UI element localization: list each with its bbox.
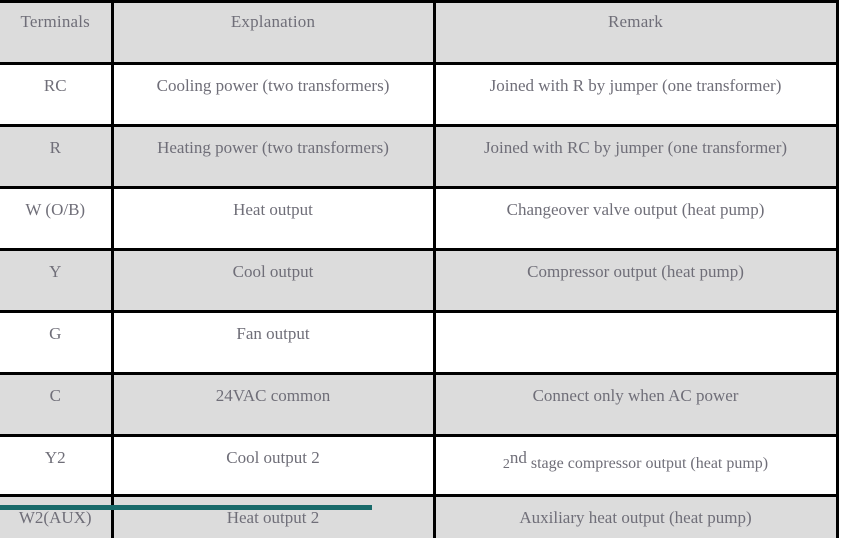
terminal-name: Y2	[44, 448, 66, 467]
explanation-text: Cooling power (two transformers)	[156, 76, 390, 95]
cell-remark: Joined with R by jumper (one transformer…	[434, 63, 839, 127]
remark-text: Auxiliary heat output (heat pump)	[519, 508, 752, 527]
cell-explanation: Cool output	[112, 249, 436, 313]
remark-text: Compressor output (heat pump)	[527, 262, 744, 281]
remark-text: Joined with R by jumper (one transformer…	[489, 76, 782, 95]
terminal-name: G	[49, 324, 62, 343]
column-header-remark: Remark	[434, 1, 839, 65]
cell-remark	[434, 311, 839, 375]
explanation-text: 24VAC common	[215, 386, 331, 405]
cell-explanation: Heat output 2	[112, 495, 436, 538]
column-header-terminals-label: Terminals	[20, 12, 91, 31]
terminal-name: W (O/B)	[25, 200, 86, 219]
accent-underline	[0, 505, 372, 510]
cell-terminals: C	[0, 373, 114, 437]
remark-text: Connect only when AC power	[532, 386, 739, 405]
remark-text: 2nd stage compressor output (heat pump)	[436, 437, 836, 473]
ordinal-number: 2	[502, 457, 510, 472]
table-row: Y2 Cool output 2 2nd stage compressor ou…	[0, 435, 839, 497]
cell-terminals: G	[0, 311, 114, 375]
cell-remark: Auxiliary heat output (heat pump)	[434, 495, 839, 538]
ordinal-suffix: nd	[509, 448, 527, 467]
explanation-text: Cool output 2	[226, 448, 320, 467]
cell-remark: Changeover valve output (heat pump)	[434, 187, 839, 251]
table-header: Terminals Explanation Remark	[0, 1, 839, 65]
column-header-terminals: Terminals	[0, 1, 114, 65]
header-row: Terminals Explanation Remark	[0, 1, 839, 65]
cell-remark: Compressor output (heat pump)	[434, 249, 839, 313]
table-row: W (O/B) Heat output Changeover valve out…	[0, 187, 839, 251]
cell-terminals: W2(AUX)	[0, 495, 114, 538]
remark-text: Joined with RC by jumper (one transforme…	[483, 138, 788, 157]
remark-text: Changeover valve output (heat pump)	[506, 200, 765, 219]
cell-explanation: 24VAC common	[112, 373, 436, 437]
table-row: R Heating power (two transformers) Joine…	[0, 125, 839, 189]
remark-text	[436, 313, 836, 324]
cell-terminals: W (O/B)	[0, 187, 114, 251]
cell-remark: Joined with RC by jumper (one transforme…	[434, 125, 839, 189]
terminal-name: RC	[43, 76, 67, 95]
table-row: Y Cool output Compressor output (heat pu…	[0, 249, 839, 313]
cell-explanation: Cooling power (two transformers)	[112, 63, 436, 127]
terminal-name: W2(AUX)	[18, 508, 92, 527]
terminal-name: C	[49, 386, 61, 405]
explanation-text: Heat output 2	[226, 508, 320, 527]
terminal-name: R	[49, 138, 61, 157]
explanation-text: Heating power (two transformers)	[157, 138, 389, 157]
explanation-text: Cool output	[232, 262, 314, 281]
explanation-text: Heat output	[233, 200, 313, 219]
remark-remainder: stage compressor output (heat pump)	[526, 455, 769, 472]
cell-explanation: Fan output	[112, 311, 436, 375]
table-row: C 24VAC common Connect only when AC powe…	[0, 373, 839, 437]
table-row: RC Cooling power (two transformers) Join…	[0, 63, 839, 127]
column-header-explanation: Explanation	[112, 1, 436, 65]
cell-terminals: R	[0, 125, 114, 189]
cell-explanation: Cool output 2	[112, 435, 436, 497]
cell-remark: Connect only when AC power	[434, 373, 839, 437]
cell-explanation: Heat output	[112, 187, 436, 251]
column-header-remark-label: Remark	[607, 12, 663, 31]
cell-terminals: Y2	[0, 435, 114, 497]
cell-explanation: Heating power (two transformers)	[112, 125, 436, 189]
cell-remark: 2nd stage compressor output (heat pump)	[434, 435, 839, 497]
terminal-name: Y	[49, 262, 62, 281]
table-body: RC Cooling power (two transformers) Join…	[0, 63, 839, 538]
cell-terminals: RC	[0, 63, 114, 127]
explanation-text: Fan output	[236, 324, 310, 343]
table-row: W2(AUX) Heat output 2 Auxiliary heat out…	[0, 495, 839, 538]
column-header-explanation-label: Explanation	[230, 12, 316, 31]
cell-terminals: Y	[0, 249, 114, 313]
table-row: G Fan output	[0, 311, 839, 375]
